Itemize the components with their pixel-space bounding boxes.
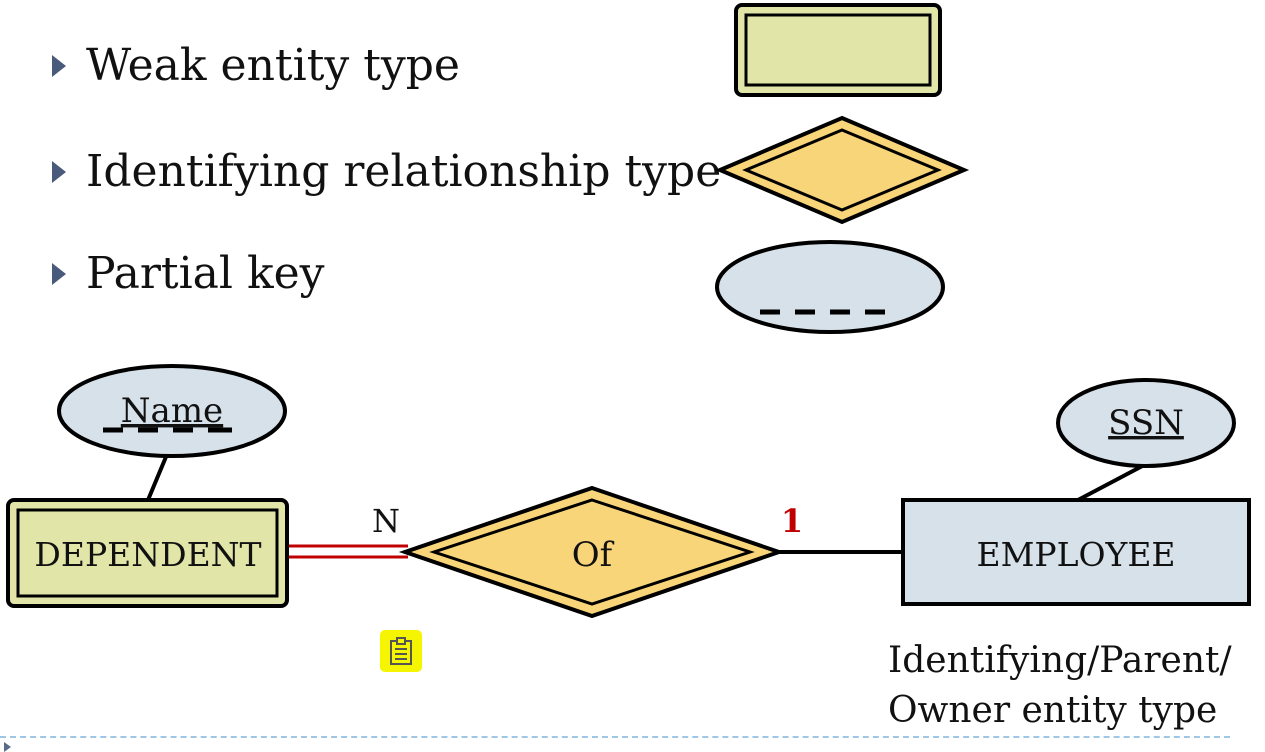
triangle-right-icon [52,54,66,77]
of-identifying-relationship: Of [398,485,786,619]
legend-item-weak-entity: Weak entity type [52,40,460,91]
legend-label: Partial key [86,248,325,299]
ssn-attribute-label: SSN [1108,403,1184,443]
dependent-label: DEPENDENT [34,535,261,574]
employee-label: EMPLOYEE [976,535,1175,574]
name-attribute: Name [57,364,287,458]
ssn-attribute: SSN [1056,378,1236,468]
note-icon[interactable] [380,630,422,672]
legend-identifying-relationship-symbol [714,115,970,225]
footer-divider [0,736,1230,738]
cardinality-n: N [372,502,400,540]
employee-entity: EMPLOYEE [901,498,1251,606]
total-participation-link [285,544,408,559]
dependent-weak-entity: DEPENDENT [6,498,289,608]
caption-line-2: Owner entity type [888,690,1218,731]
caption-line-1: Identifying/Parent/ [888,640,1232,681]
name-attribute-link [146,451,170,501]
legend-item-identifying-relationship: Identifying relationship type [52,146,721,197]
legend-weak-entity-symbol [734,3,942,97]
triangle-right-icon [52,160,66,183]
legend-partial-key-symbol [715,240,945,334]
ssn-attribute-link [1077,460,1151,502]
legend-label: Weak entity type [86,40,460,91]
name-attribute-label: Name [121,391,223,431]
triangle-right-icon [4,742,11,752]
legend-label: Identifying relationship type [86,146,722,197]
clipboard-glyph [390,637,412,665]
legend-item-partial-key: Partial key [52,248,325,299]
relationship-label: Of [572,535,615,575]
cardinality-1: 1 [781,502,803,540]
triangle-right-icon [52,262,66,285]
